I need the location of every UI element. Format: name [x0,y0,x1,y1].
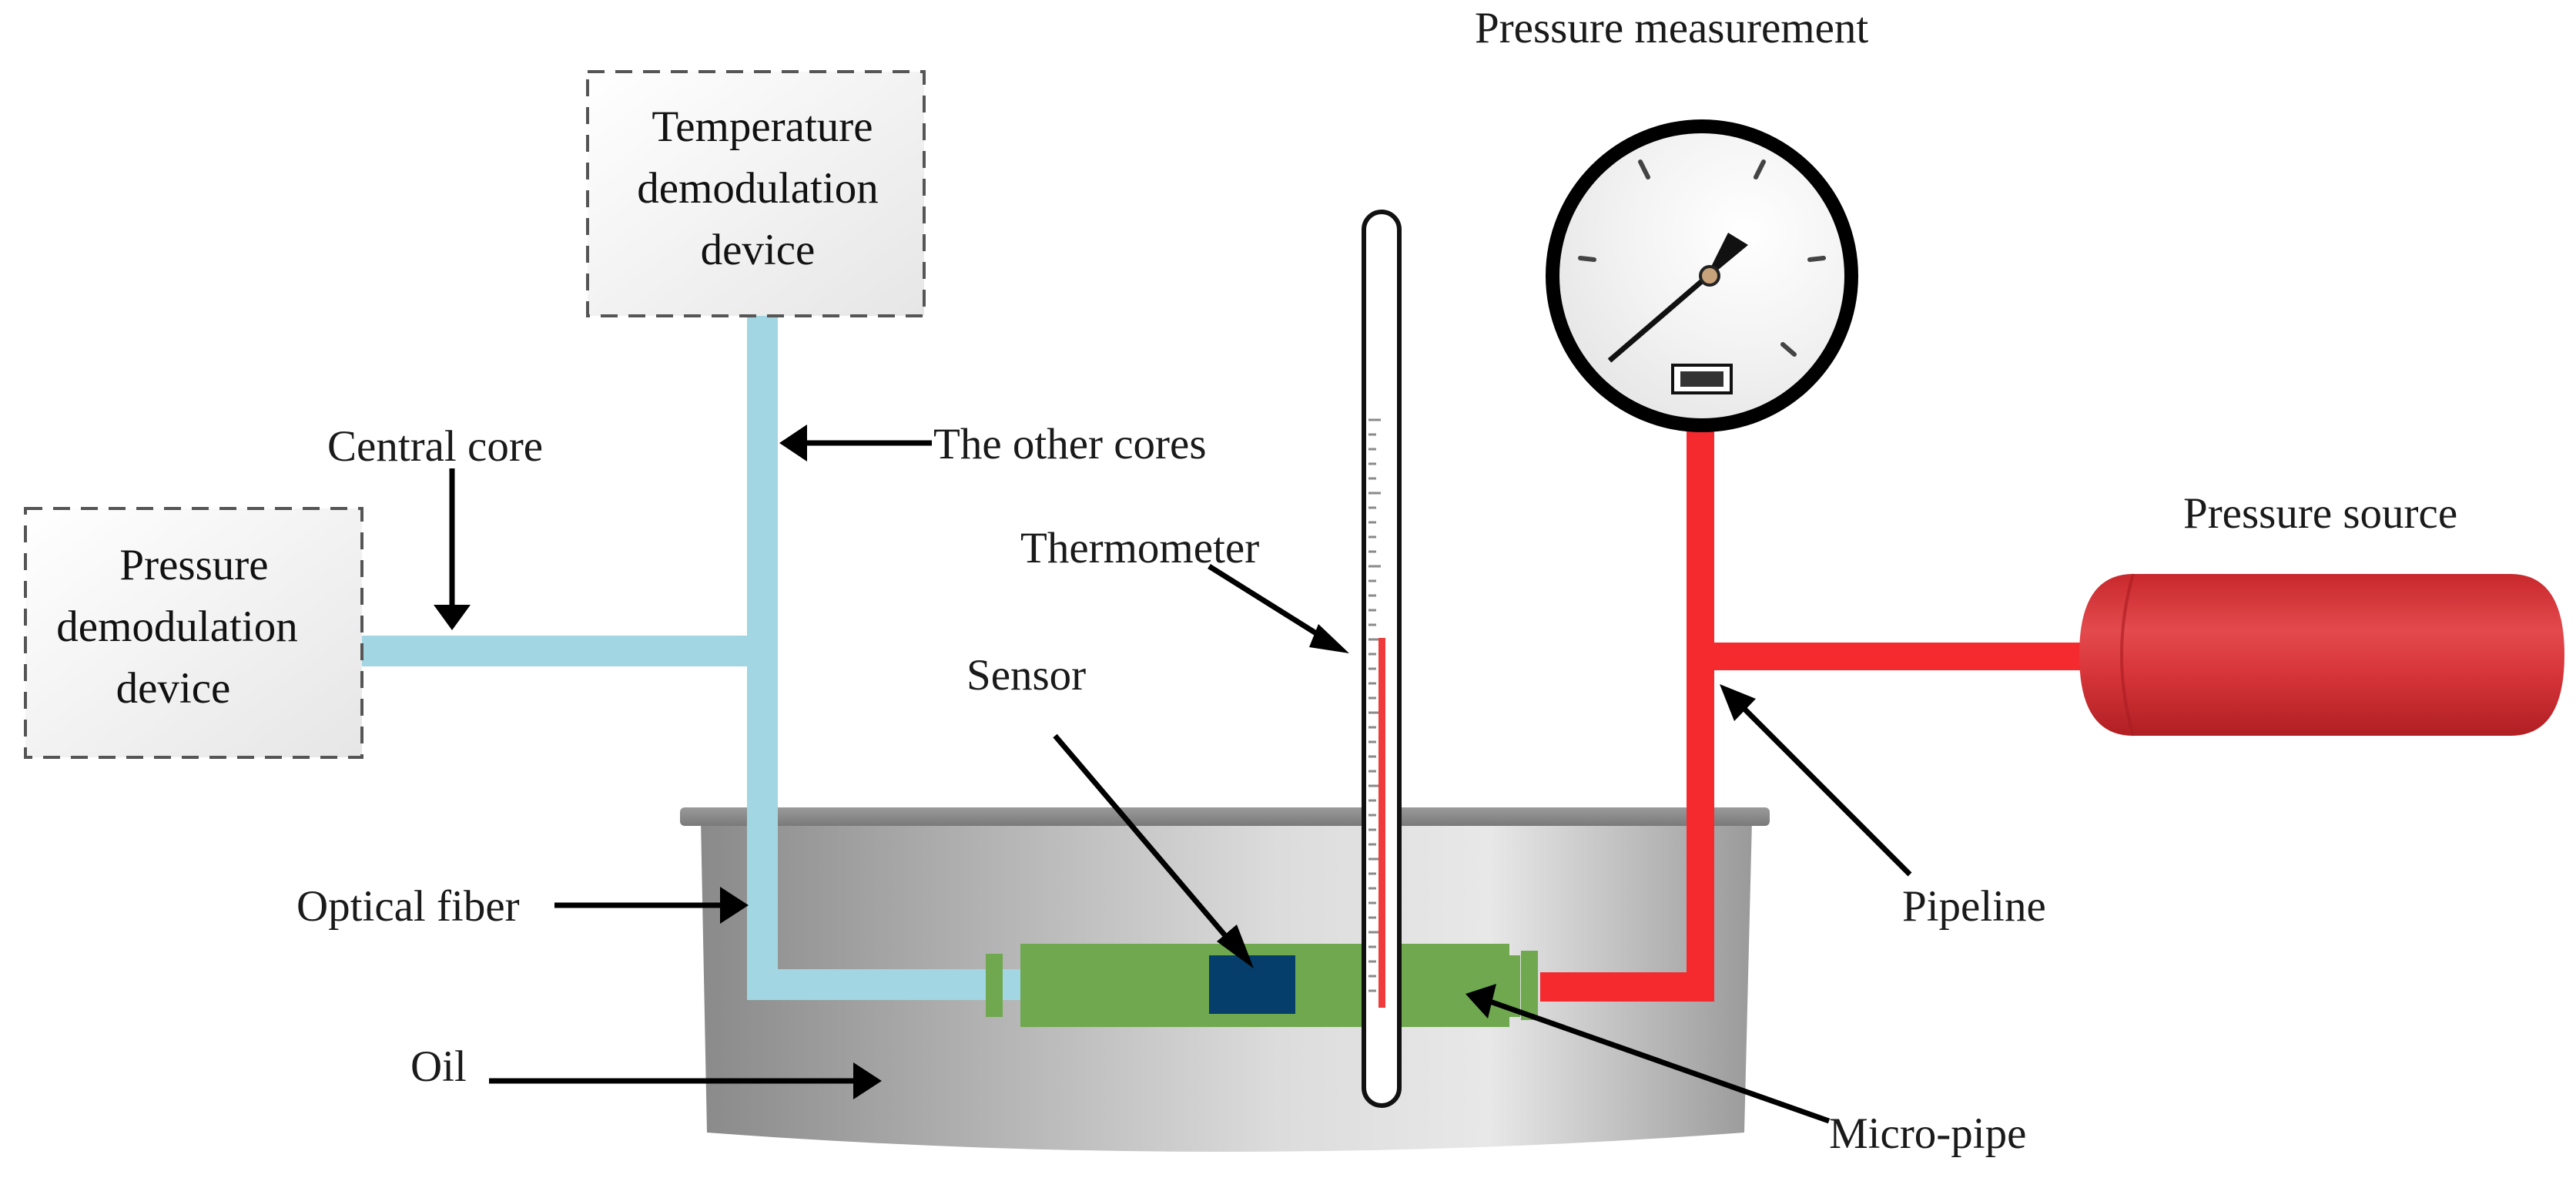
optical-fiber-label: Optical fiber [296,882,520,931]
thermometer-arrow [1208,564,1330,643]
optical-fiber [362,314,1224,1017]
micro-pipe-arrow [1489,998,1831,1124]
sensor [1209,955,1295,1014]
other-cores-label: The other cores [933,420,1207,468]
pressure-gauge-icon [1546,119,1858,432]
temperature-device-label-2: demodulation [637,164,878,213]
thermometer-label: Thermometer [1020,524,1259,572]
temperature-device-label-3: device [701,226,816,274]
pressure-device-label-1: Pressure [119,541,268,589]
pressure-demodulation-device: Pressure demodulation device [24,507,363,759]
annotation-arrows [434,425,1912,1124]
oil-label: Oil [410,1042,467,1091]
pressure-device-label-3: device [116,664,231,713]
sensor-label: Sensor [966,651,1086,700]
pressure-cylinder-icon [2079,573,2564,737]
pipeline [1540,420,2095,1002]
pressure-measurement-label: Pressure measurement [1475,4,1868,52]
sensor-arrow [1053,733,1234,946]
temperature-demodulation-device: Temperature demodulation device [586,70,926,317]
thermometer-liquid [1378,638,1385,1008]
pipeline-label: Pipeline [1902,882,2046,931]
oil-container-rim [680,807,1770,826]
pressure-device-label-2: demodulation [56,602,297,651]
temperature-device-label-1: Temperature [652,102,873,151]
pipeline-arrow [1734,699,1912,877]
pressure-source-label: Pressure source [2183,489,2457,538]
central-core-label: Central core [327,422,543,471]
thermometer-icon [1362,210,1402,1108]
micro-pipe-label: Micro-pipe [1829,1109,2026,1158]
